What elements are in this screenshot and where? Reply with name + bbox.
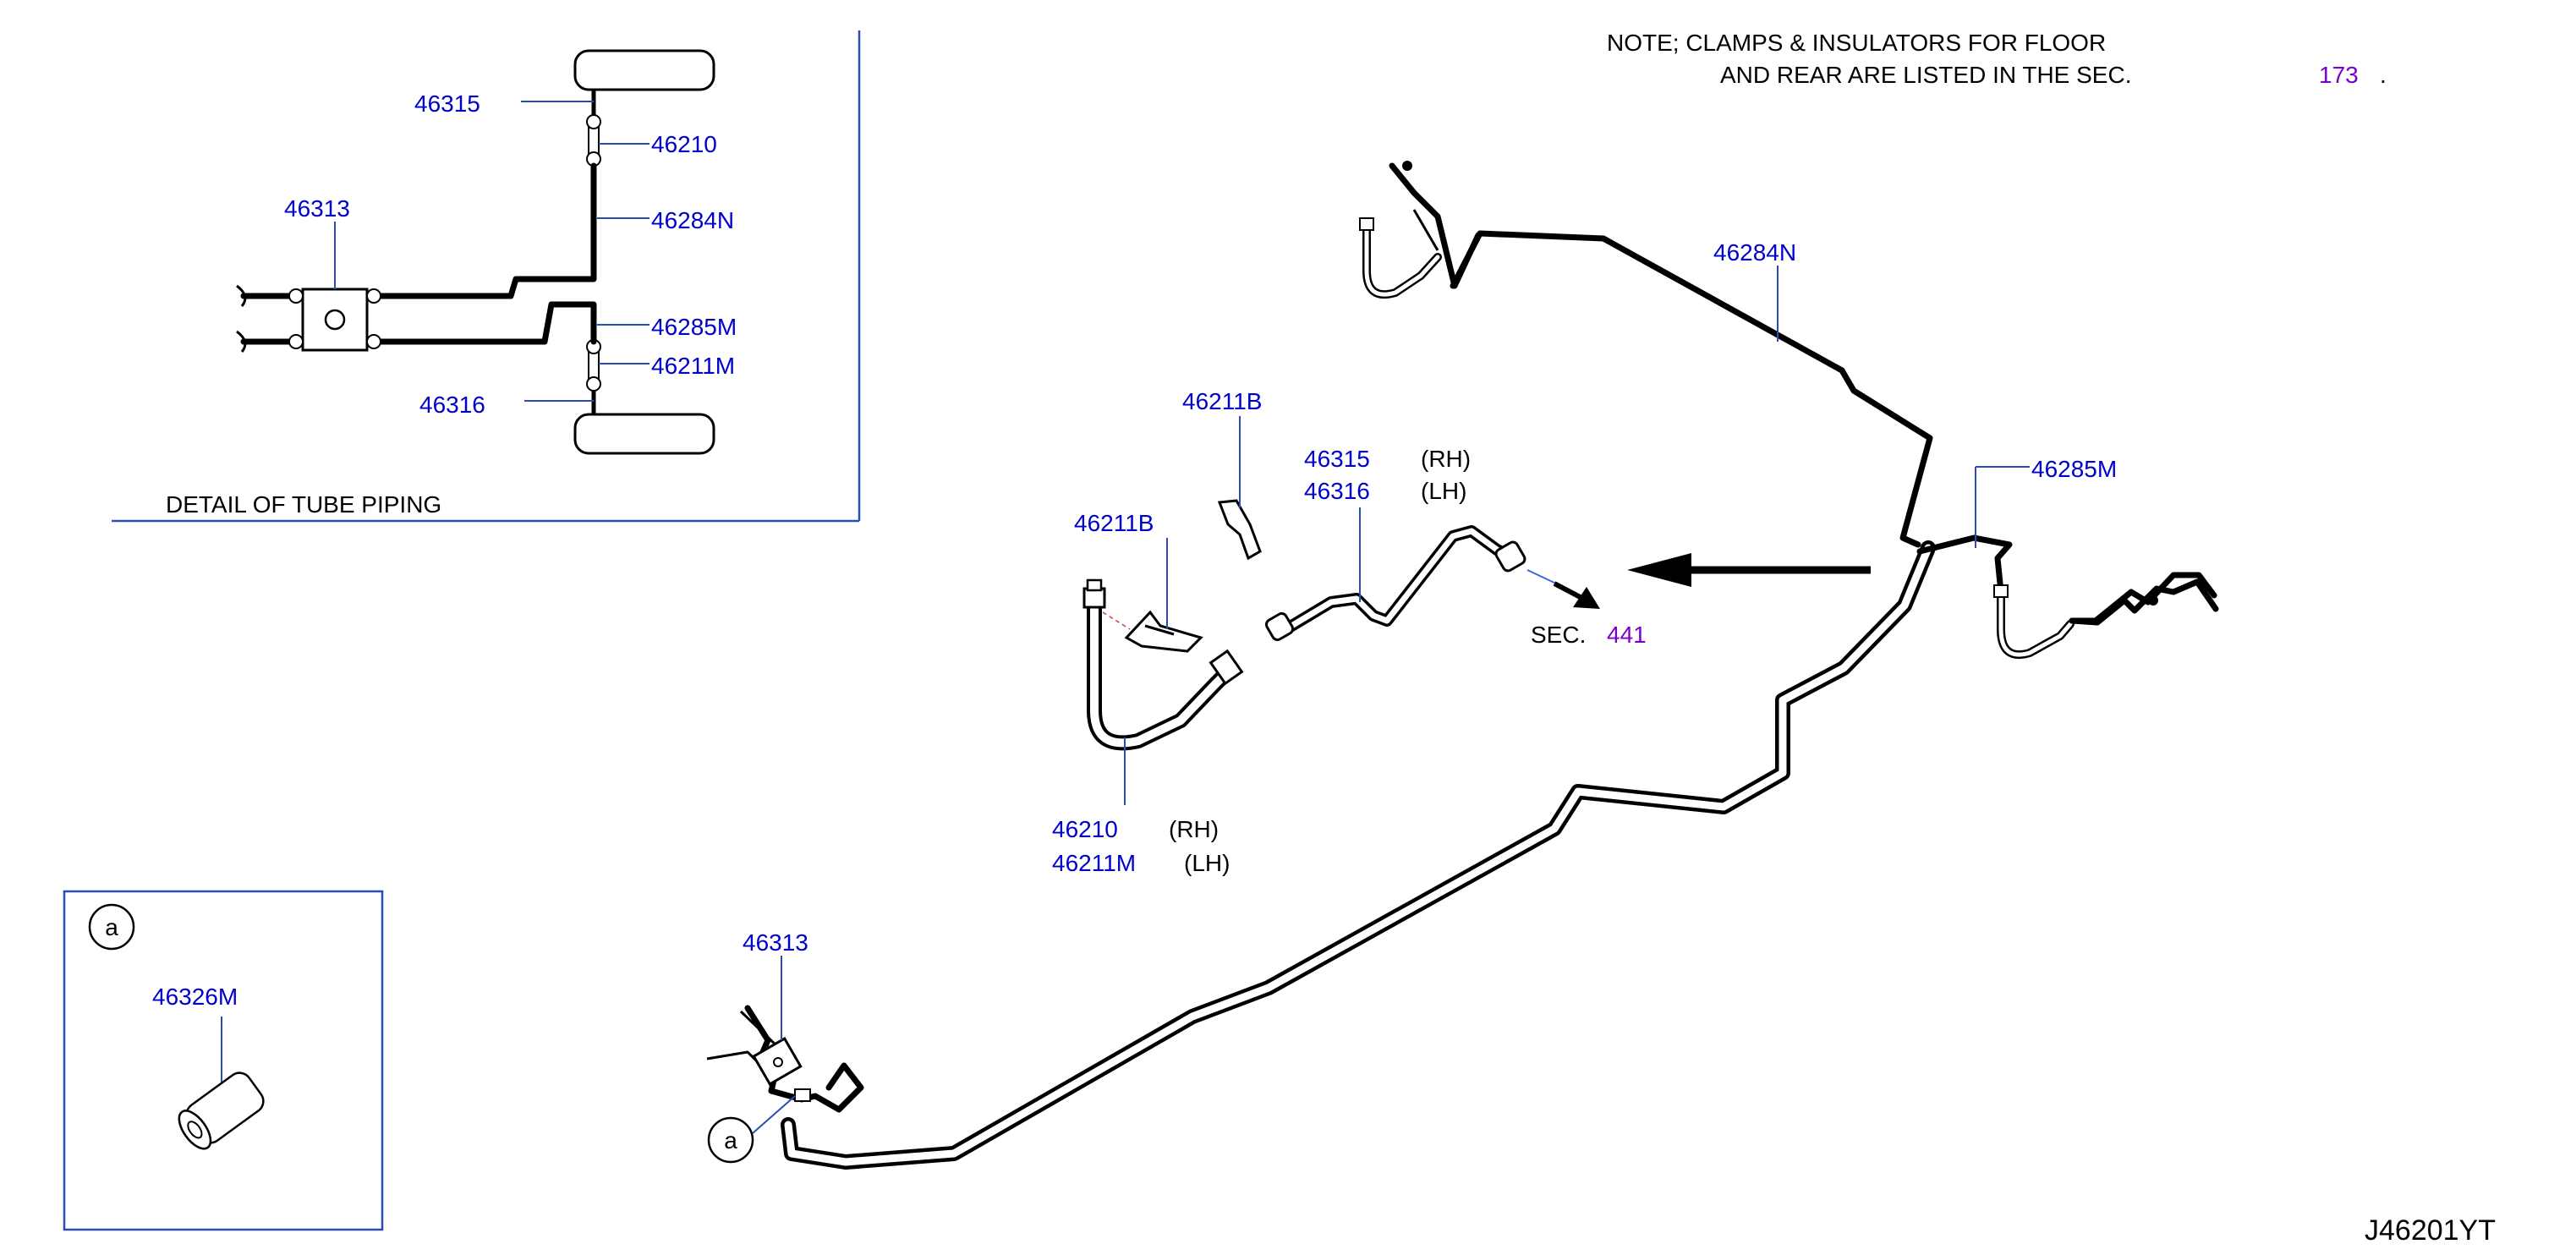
label-46284N[interactable]: 46284N (1713, 239, 1796, 266)
front-hose-46210-icon (1082, 578, 1244, 751)
sec-ref-441[interactable]: 441 (1607, 622, 1647, 648)
detail-label-46313[interactable]: 46313 (284, 195, 350, 222)
tube-46315-icon (1264, 525, 1600, 642)
label-46211B-lower[interactable]: 46211B (1074, 510, 1154, 536)
label-lh-2: (LH) (1184, 850, 1230, 876)
label-46210[interactable]: 46210 (1052, 816, 1118, 842)
clip-46211B-upper-icon (1217, 499, 1262, 561)
clip-46211B-lower-icon (1102, 610, 1203, 653)
detail-tube-piping: DETAIL OF TUBE PIPING (112, 30, 861, 523)
label-46316[interactable]: 46316 (1304, 478, 1370, 504)
label-46211M[interactable]: 46211M (1052, 850, 1136, 876)
inset-a-frame (63, 890, 384, 1231)
rear-right-hose-icon (1993, 584, 2075, 659)
detail-label-46316[interactable]: 46316 (419, 392, 485, 418)
label-rh-1: (RH) (1421, 446, 1471, 472)
note-line-2: AND REAR ARE LISTED IN THE SEC. (1720, 62, 2132, 88)
main-assembly: a 46284N 46285M 46211B 46211B 46315 (RH)… (706, 161, 2219, 1170)
drawing-code: J46201YT (2365, 1214, 2496, 1247)
note-line-1: NOTE; CLAMPS & INSULATORS FOR FLOOR (1607, 30, 2106, 56)
note-sec-ref[interactable]: 173 (2319, 62, 2359, 88)
label-46285M[interactable]: 46285M (2031, 456, 2117, 482)
note-period: . (2380, 62, 2387, 88)
inset-a-marker: a (105, 914, 118, 940)
detail-tube-46285M (375, 301, 597, 345)
label-rh-2: (RH) (1169, 816, 1219, 842)
sec-label: SEC. (1531, 622, 1586, 648)
upper-cylinder-icon (573, 49, 715, 91)
junction-46313-icon (706, 1005, 864, 1113)
direction-arrow-icon (1627, 553, 1871, 587)
rear-left-hose-icon (1359, 209, 1442, 299)
detail-tube-46284N (375, 162, 597, 299)
inset-a: a 46326M (63, 890, 384, 1231)
inset-a-marker-circle (88, 903, 135, 951)
detail-label-46210[interactable]: 46210 (651, 131, 717, 157)
insulator-icon (178, 1071, 265, 1150)
detail-label-46284N[interactable]: 46284N (651, 207, 734, 233)
detail-tube-inlet (240, 293, 298, 345)
label-46315[interactable]: 46315 (1304, 446, 1370, 472)
note-block: NOTE; CLAMPS & INSULATORS FOR FLOOR AND … (1607, 30, 2387, 88)
rear-tube-right (1916, 534, 2013, 595)
detail-label-46285M[interactable]: 46285M (651, 314, 737, 340)
detail-label-46211M[interactable]: 46211M (651, 353, 735, 379)
marker-a: a (724, 1127, 737, 1154)
marker-a-circle (707, 1116, 754, 1164)
label-46211B-upper[interactable]: 46211B (1182, 388, 1262, 414)
label-46313[interactable]: 46313 (743, 929, 808, 956)
inset-a-label-46326M[interactable]: 46326M (152, 984, 238, 1010)
label-lh-1: (LH) (1421, 478, 1466, 504)
rear-tube-46284N (1450, 230, 1933, 548)
detail-label-46315[interactable]: 46315 (414, 90, 480, 117)
detail-caption: DETAIL OF TUBE PIPING (166, 491, 441, 518)
lower-cylinder-icon (573, 413, 715, 455)
floor-tube-46285M (781, 540, 1936, 1170)
